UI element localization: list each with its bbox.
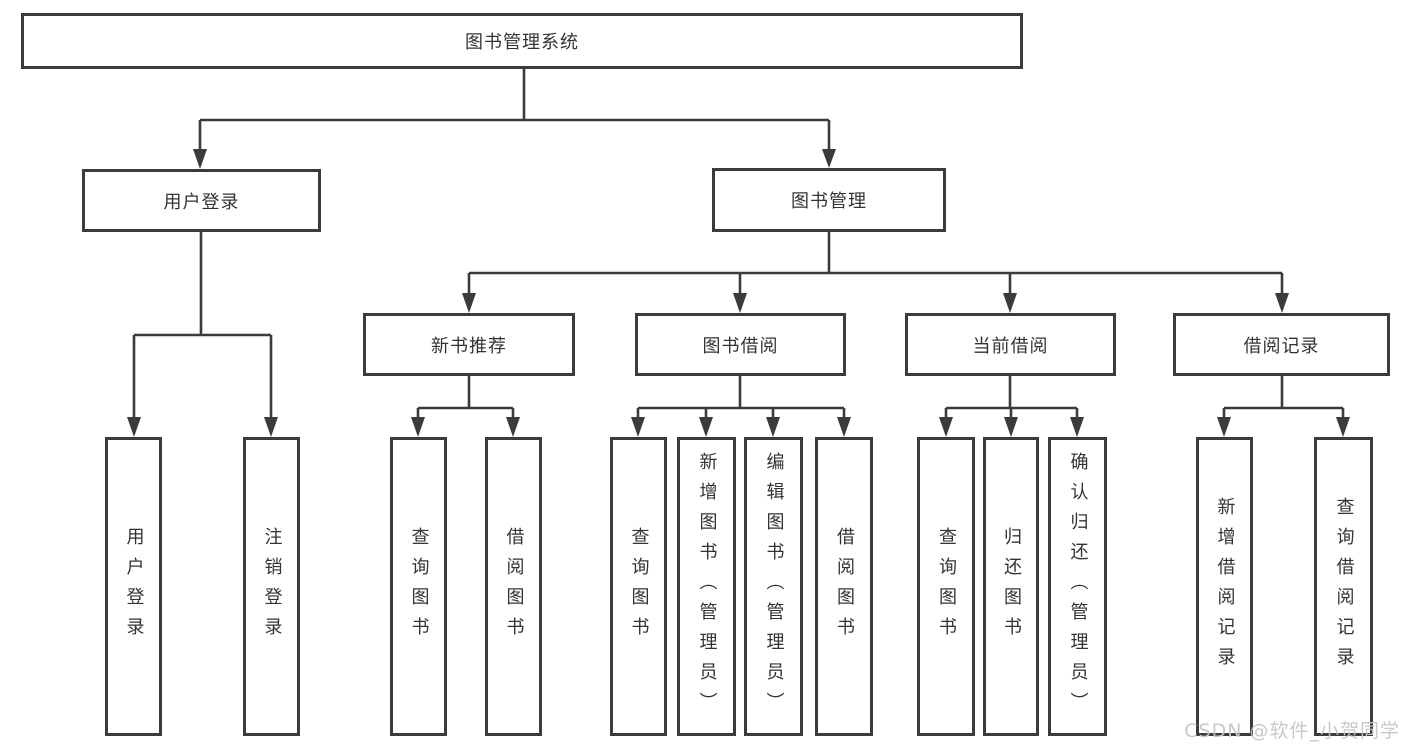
leaf-label: 查询图书 [408,526,430,647]
node-book-borrow: 图书借阅 [635,313,846,376]
node-borrow-record: 借阅记录 [1173,313,1390,376]
leaf-edit-books-admin: 编辑图书（管理员） [744,437,803,736]
leaf-label: 借阅图书 [503,526,525,647]
leaf-add-books-admin: 新增图书（管理员） [677,437,736,736]
leaf-label: 新增借阅记录 [1214,496,1236,677]
leaf-label: 用户登录 [123,526,145,647]
leaf-borrow-books-recommend: 借阅图书 [485,437,542,736]
leaf-add-borrow-record: 新增借阅记录 [1196,437,1253,736]
node-user-login: 用户登录 [82,169,321,232]
leaf-logout: 注销登录 [243,437,300,736]
leaf-label: 编辑图书（管理员） [763,451,785,722]
node-label: 用户登录 [163,191,240,213]
leaf-label: 查询图书 [936,526,957,647]
leaf-label: 借阅图书 [834,526,855,647]
node-library-system: 图书管理系统 [21,13,1023,69]
arrow-heads [127,149,1350,437]
leaf-label: 确认归还（管理员） [1067,451,1089,722]
leaf-query-books-recommend: 查询图书 [390,437,447,736]
leaf-label: 新增图书（管理员） [696,451,718,722]
csdn-watermark: CSDN @软件_小贺同学 [1184,720,1400,742]
leaf-query-borrow-record: 查询借阅记录 [1314,437,1373,736]
node-label: 图书借阅 [702,335,779,357]
leaf-confirm-return-admin: 确认归还（管理员） [1048,437,1107,736]
node-label: 借阅记录 [1243,335,1320,357]
leaf-label: 注销登录 [261,526,283,647]
node-label: 图书管理系统 [465,32,579,53]
leaf-user-login: 用户登录 [105,437,162,736]
leaf-label: 查询图书 [628,526,650,647]
leaf-return-books: 归还图书 [983,437,1039,736]
node-label: 新书推荐 [431,335,507,357]
node-label: 图书管理 [791,191,867,212]
leaf-query-books-current: 查询图书 [917,437,975,736]
leaf-borrow-books: 借阅图书 [815,437,873,736]
node-current-borrow: 当前借阅 [905,313,1116,376]
node-book-management: 图书管理 [712,168,946,232]
node-label: 当前借阅 [972,335,1049,357]
node-new-book-recommend: 新书推荐 [363,313,575,376]
leaf-query-books-borrow: 查询图书 [610,437,667,736]
leaf-label: 归还图书 [1001,526,1022,647]
leaf-label: 查询借阅记录 [1333,496,1355,677]
